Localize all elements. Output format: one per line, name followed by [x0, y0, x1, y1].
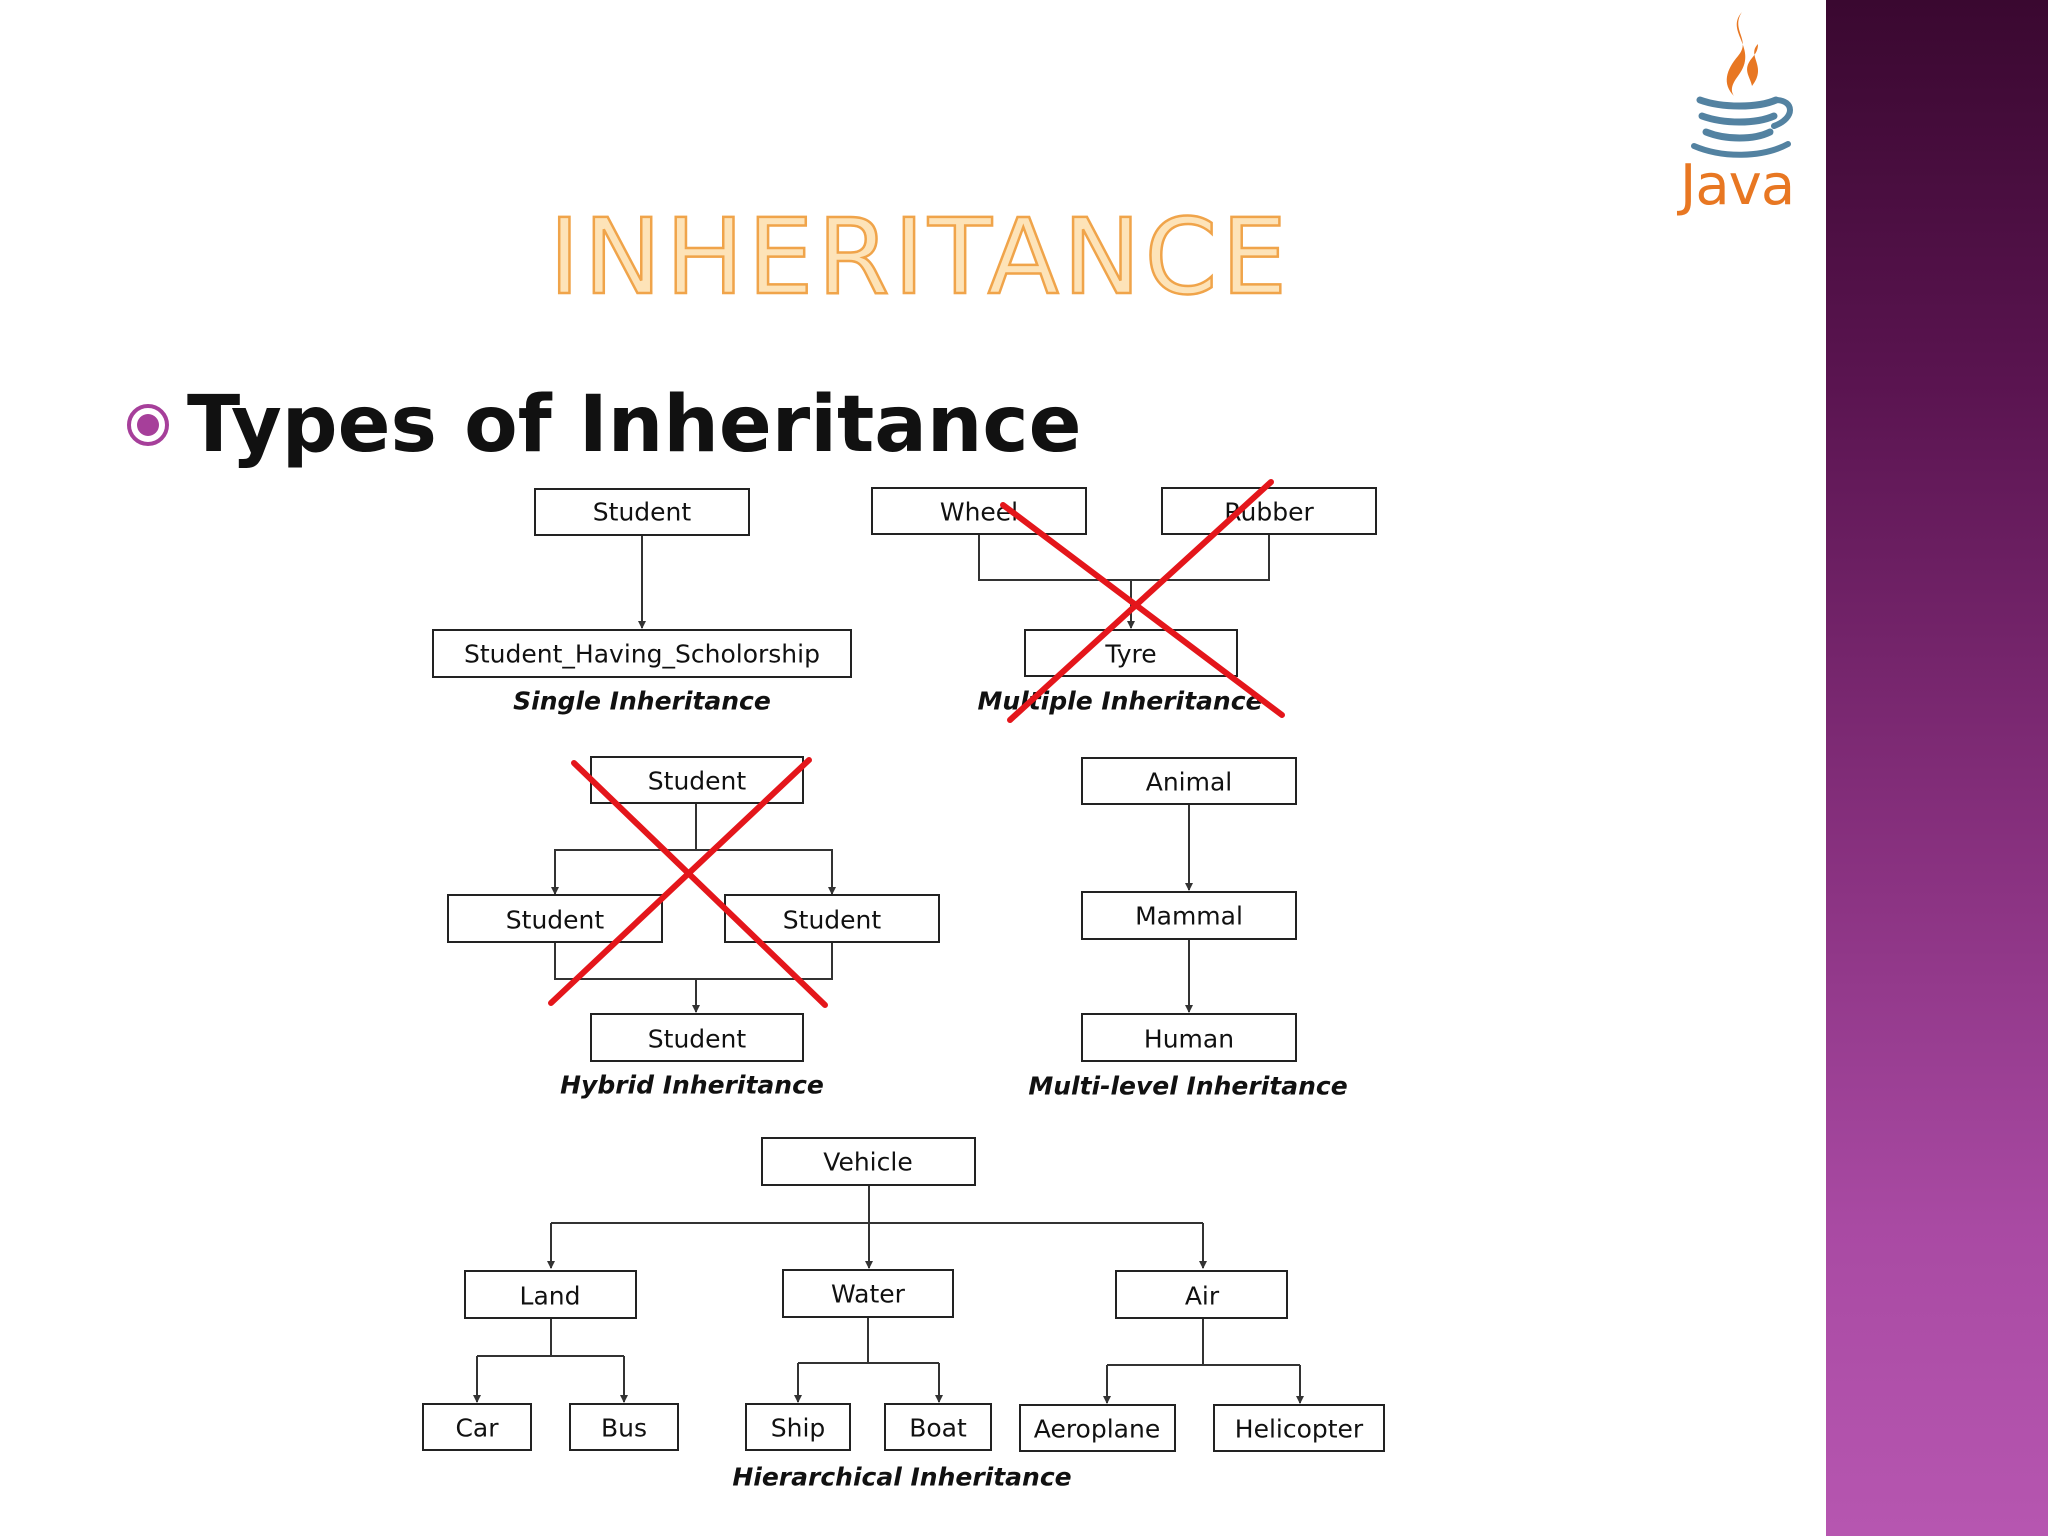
- hybrid-inheritance-diagram: Student Student Student Student Hybrid I…: [447, 756, 940, 1100]
- class-box-label: Student: [648, 1025, 747, 1054]
- class-box-label: Boat: [909, 1414, 967, 1443]
- java-logo-icon: [1691, 12, 1793, 158]
- class-box-label: Mammal: [1135, 902, 1243, 931]
- decorative-side-band: [1826, 0, 2048, 1536]
- diagram-caption: Multiple Inheritance: [977, 687, 1262, 716]
- diagram-caption: Hierarchical Inheritance: [732, 1463, 1071, 1492]
- class-box: Car: [422, 1403, 532, 1451]
- class-box-label: Car: [455, 1414, 499, 1443]
- diagram-caption: Single Inheritance: [513, 687, 771, 716]
- class-box: Student: [534, 488, 750, 536]
- connector-line: [554, 849, 833, 893]
- class-box: Animal: [1081, 757, 1297, 805]
- class-box-label: Air: [1185, 1282, 1220, 1311]
- multiple-inheritance-diagram: Wheel Rubber Tyre Multiple Inheritance: [871, 479, 1377, 723]
- class-box: Student: [447, 894, 663, 943]
- class-box-label: Vehicle: [823, 1148, 912, 1177]
- class-box: Mammal: [1081, 891, 1297, 940]
- class-box: Air: [1115, 1270, 1288, 1319]
- class-box-label: Helicopter: [1235, 1415, 1364, 1444]
- hierarchical-inheritance-diagram: Vehicle Land Water Air Car Bus Ship Boa: [422, 1137, 1385, 1492]
- connector-line: [554, 942, 833, 980]
- class-box: Aeroplane: [1019, 1404, 1176, 1452]
- class-box-label: Bus: [601, 1414, 647, 1443]
- bullet-text: Types of Inheritance: [187, 380, 1082, 470]
- connector-line: [978, 535, 1270, 581]
- diagram-caption: Hybrid Inheritance: [560, 1071, 824, 1100]
- single-inheritance-diagram: Student Student_Having_Scholorship Singl…: [432, 488, 852, 716]
- class-box: Student_Having_Scholorship: [432, 629, 852, 678]
- class-box-label: Water: [831, 1280, 906, 1309]
- class-box-label: Wheel: [940, 498, 1018, 527]
- class-box-label: Ship: [771, 1414, 826, 1443]
- class-box: Bus: [569, 1403, 679, 1451]
- class-box: Human: [1081, 1013, 1297, 1062]
- class-box: Land: [464, 1270, 637, 1319]
- class-box: Student: [724, 894, 940, 943]
- diagram-caption: Multi-level Inheritance: [1028, 1072, 1347, 1101]
- cross-mark-icon: [1000, 479, 1285, 723]
- class-box: Student: [590, 1013, 804, 1062]
- class-box: Wheel: [871, 487, 1087, 535]
- class-box: Ship: [745, 1403, 851, 1451]
- java-logo-text: Java: [1679, 153, 1795, 218]
- class-box-label: Student: [783, 906, 882, 935]
- class-box-label: Animal: [1146, 768, 1233, 797]
- class-box-label: Student: [648, 767, 747, 796]
- multilevel-inheritance-diagram: Animal Mammal Human Multi-level Inherita…: [1028, 757, 1348, 1101]
- class-box: Vehicle: [761, 1137, 976, 1186]
- cross-mark-icon: [548, 757, 828, 1008]
- bullet-circle-icon: [127, 404, 169, 446]
- class-box: Tyre: [1024, 629, 1238, 677]
- class-box: Helicopter: [1213, 1404, 1385, 1452]
- bullet-point: Types of Inheritance: [125, 375, 1082, 475]
- class-box-label: Human: [1144, 1025, 1234, 1054]
- class-box-label: Student_Having_Scholorship: [464, 640, 820, 669]
- slide-title: INHERITANCE: [548, 196, 1292, 318]
- class-box-label: Tyre: [1104, 640, 1156, 669]
- class-box: Water: [782, 1269, 954, 1318]
- class-box: Boat: [884, 1403, 992, 1451]
- class-box: Rubber: [1161, 487, 1377, 535]
- class-box-label: Aeroplane: [1034, 1415, 1160, 1444]
- class-box-label: Land: [520, 1282, 581, 1311]
- class-box-label: Student: [506, 906, 605, 935]
- class-box-label: Student: [593, 498, 692, 527]
